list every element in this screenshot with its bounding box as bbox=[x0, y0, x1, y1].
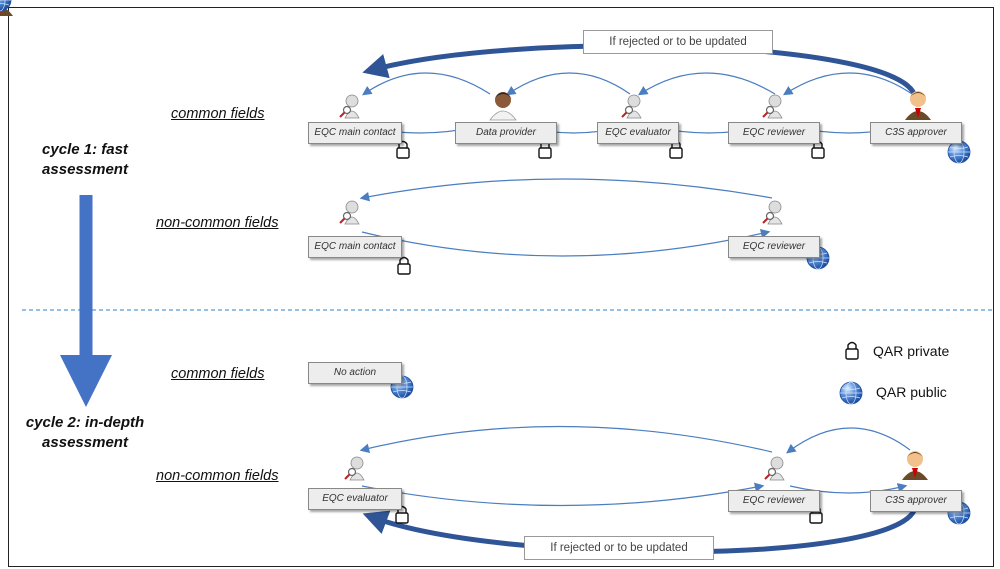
cycle-1-label-line2: assessment bbox=[42, 161, 128, 178]
node-c2-no-action: No action bbox=[308, 362, 402, 384]
cycle-1-label-line1: cycle 1: fast bbox=[42, 141, 128, 158]
c1-noncommon-backward-arrow bbox=[359, 178, 773, 202]
globe-icon bbox=[0, 0, 12, 12]
data-provider-person-icon bbox=[489, 92, 517, 121]
cycle-2-label-line2: assessment bbox=[42, 434, 128, 451]
row-label-c2-common: common fields bbox=[171, 366, 265, 382]
node-c1-eqc-reviewer: EQC reviewer bbox=[728, 122, 820, 144]
node-c2-eqc-reviewer: EQC reviewer bbox=[728, 490, 820, 512]
legend-private-label: QAR private bbox=[873, 343, 950, 359]
node-c1-eqc-evaluator: EQC evaluator bbox=[597, 122, 679, 144]
cycle-2-label: cycle 2: in-depth assessment bbox=[0, 413, 170, 453]
cycle-1-label: cycle 1: fast assessment bbox=[0, 140, 170, 180]
cycle-2-label-line1: cycle 2: in-depth bbox=[25, 414, 145, 431]
legend-public-label: QAR public bbox=[876, 384, 947, 400]
feedback-label-bottom: If rejected or to be updated bbox=[524, 536, 714, 560]
c1-common-backward-arrows bbox=[362, 72, 913, 96]
node-c1-eqc-main-contact: EQC main contact bbox=[308, 122, 402, 144]
node-c2-c3s-approver: C3S approver bbox=[870, 490, 962, 512]
c2-noncommon-backward-arrows bbox=[359, 425, 911, 454]
feedback-label-top: If rejected or to be updated bbox=[583, 30, 773, 54]
c1-noncommon-forward-arrow bbox=[361, 228, 771, 257]
node-c1-data-provider: Data provider bbox=[455, 122, 557, 144]
node-c2-eqc-evaluator: EQC evaluator bbox=[308, 488, 402, 510]
row-label-c2-noncommon: non-common fields bbox=[156, 468, 279, 484]
row-label-c1-common: common fields bbox=[171, 106, 265, 122]
node-c1nc-eqc-reviewer: EQC reviewer bbox=[728, 236, 820, 258]
node-c1-c3s-approver: C3S approver bbox=[870, 122, 962, 144]
diagram-frame bbox=[8, 7, 994, 567]
c2-noncommon-forward-arrows bbox=[361, 482, 908, 507]
row-label-c1-noncommon: non-common fields bbox=[156, 215, 279, 231]
node-c1nc-eqc-main-contact: EQC main contact bbox=[308, 236, 402, 258]
